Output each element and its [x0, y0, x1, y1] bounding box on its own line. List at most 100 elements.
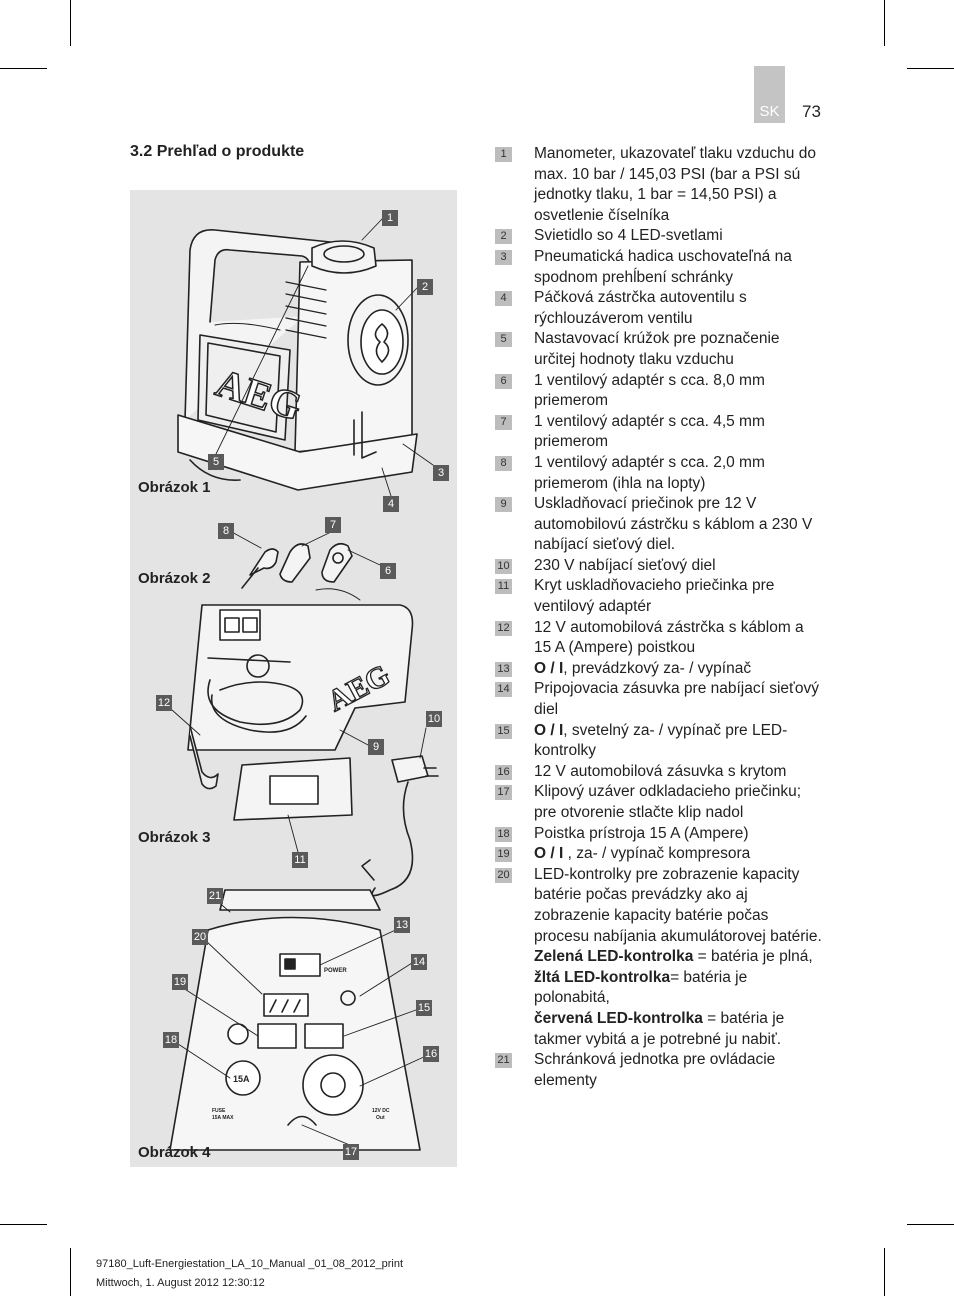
legend-item: 11 Kryt uskladňovacieho priečinka pre ven…	[495, 576, 825, 617]
callout-21: 21	[207, 888, 223, 904]
legend-item: 8 1 ventilový adaptér s cca. 2,0 mm priem…	[495, 453, 825, 494]
legend-text: 12 V automobilová zástrčka s káblom a 15…	[534, 618, 804, 657]
legend-item: 2 Svietidlo so 4 LED-svetlami	[495, 226, 825, 247]
legend-text: Pneumatická hadica uschovateľná na spodn…	[534, 247, 792, 286]
legend-text: 1 ventilový adaptér s cca. 8,0 mm prieme…	[534, 371, 765, 410]
legend-text: 12 V automobilová zásuvka s krytom	[534, 762, 787, 780]
legend-number: 5	[495, 332, 512, 348]
callout-3: 3	[433, 465, 449, 481]
legend-text: Kryt uskladňovacieho priečinka pre venti…	[534, 577, 775, 616]
language-code: SK	[759, 103, 780, 120]
output-sub-label: Out	[376, 1115, 385, 1121]
legend-number: 4	[495, 291, 512, 307]
legend-number: 11	[495, 579, 512, 595]
legend-number: 20	[495, 867, 512, 883]
legend-item: 5 Nastavovací krúžok pre poznačenie určit…	[495, 329, 825, 370]
legend-item: 10 230 V nabíjací sieťový diel	[495, 556, 825, 577]
crop-mark	[884, 0, 885, 46]
legend-bold-text: O / I	[534, 845, 564, 863]
legend-item: 20 LED-kontrolky pre zobrazenie kapacity …	[495, 865, 825, 1050]
language-tab: SK	[754, 66, 785, 123]
led-yellow-text: = batéria je polonabitá,	[534, 968, 748, 1007]
callout-14: 14	[411, 954, 427, 970]
legend-text: 230 V nabíjací sieťový diel	[534, 556, 716, 574]
legend-number: 10	[495, 558, 512, 574]
crop-mark	[70, 1248, 71, 1296]
output-voltage-label: 12V DC	[372, 1108, 390, 1114]
callout-4: 4	[383, 496, 399, 512]
page-number: 73	[802, 102, 821, 121]
crop-mark	[70, 0, 71, 46]
legend-item: 15 O / I, svetelný za- / vypínač pre LED-…	[495, 721, 825, 762]
legend-number: 19	[495, 847, 512, 863]
legend-bold-text: O / I	[534, 721, 564, 739]
legend-number: 15	[495, 723, 512, 739]
callout-17: 17	[343, 1144, 359, 1160]
callout-12: 12	[156, 695, 172, 711]
valve-adapters-illustration	[241, 542, 353, 589]
legend-number: 2	[495, 229, 512, 245]
legend-text: Pripojovacia zásuvka pre nabíjací sieťov…	[534, 680, 819, 719]
legend-item: 17 Klipový uzáver odkladacieho priečinku;…	[495, 782, 825, 823]
led-green-label: Zelená LED-kontrolka	[534, 948, 694, 966]
callout-11: 11	[292, 852, 308, 868]
legend-item: 3 Pneumatická hadica uschovateľná na spod…	[495, 247, 825, 288]
legend-number: 1	[495, 147, 512, 162]
callout-20: 20	[192, 929, 208, 945]
crop-mark	[907, 1224, 954, 1225]
legend-number: 13	[495, 661, 512, 677]
footer-timestamp: Mittwoch, 1. August 2012 12:30:12	[96, 1277, 265, 1289]
callout-8: 8	[218, 523, 234, 539]
legend-item: 21 Schránková jednotka pre ovládacie elem…	[495, 1050, 825, 1091]
figure-label-1: Obrázok 1	[138, 479, 211, 496]
crop-mark	[0, 1224, 47, 1225]
figure-label-2: Obrázok 2	[138, 570, 211, 587]
callout-5: 5	[208, 454, 224, 470]
legend-number: 17	[495, 785, 512, 801]
led-yellow-label: žltá LED-kontrolka	[534, 968, 671, 986]
legend-number: 12	[495, 620, 512, 636]
legend-number: 21	[495, 1053, 512, 1069]
control-panel-illustration	[169, 889, 421, 1151]
legend-number: 3	[495, 249, 512, 265]
legend-text: 1 ventilový adaptér s cca. 4,5 mm prieme…	[534, 412, 765, 451]
product-illustrations: AEG AEG POWER 15A FUSE 15A MAX 12V DC Ou…	[169, 218, 439, 1151]
legend-text: Poistka prístroja 15 A (Ampere)	[534, 824, 749, 842]
power-label: POWER	[324, 968, 347, 974]
figure-label-4: Obrázok 4	[138, 1144, 211, 1161]
led-red-label: červená LED-kontrolka	[534, 1009, 703, 1027]
legend-item: 1 Manometer, ukazovateľ tlaku vzduchu do …	[495, 144, 825, 226]
legend-number: 8	[495, 455, 512, 471]
legend-bold-text: O / I	[534, 659, 564, 677]
fuse-label: FUSE	[212, 1108, 226, 1114]
legend-text: Svietidlo so 4 LED-svetlami	[534, 227, 723, 245]
callout-15: 15	[416, 1000, 432, 1016]
legend-text: Uskladňovací priečinok pre 12 V automobi…	[534, 495, 813, 554]
crop-mark	[0, 68, 47, 69]
legend-text: Manometer, ukazovateľ tlaku vzduchu do m…	[534, 145, 816, 224]
legend-text: Páčková zástrčka autoventilu s rýchlouzá…	[534, 289, 747, 327]
parts-legend: 1 Manometer, ukazovateľ tlaku vzduchu do …	[495, 144, 825, 1091]
legend-text: Klipový uzáver odkladacieho priečinku; p…	[534, 783, 802, 821]
legend-number: 9	[495, 497, 512, 513]
legend-text: LED-kontrolky pre zobrazenie kapacity ba…	[534, 865, 822, 945]
legend-text: , svetelný za- / vypínač pre LED-kontrol…	[534, 721, 788, 760]
compressor-illustration	[177, 229, 418, 491]
legend-text: Nastavovací krúžok pre poznačenie určite…	[534, 330, 780, 368]
callout-18: 18	[163, 1032, 179, 1048]
callout-1: 1	[382, 210, 398, 226]
callout-9: 9	[368, 739, 384, 755]
legend-item: 4 Páčková zástrčka autoventilu s rýchlouz…	[495, 288, 825, 329]
legend-item: 9 Uskladňovací priečinok pre 12 V automob…	[495, 494, 825, 556]
fuse-value-label: 15A	[233, 1074, 250, 1084]
figure-label-3: Obrázok 3	[138, 829, 211, 846]
callout-13: 13	[394, 917, 410, 933]
legend-text: Schránková jednotka pre ovládacie elemen…	[534, 1051, 776, 1089]
legend-text: 1 ventilový adaptér s cca. 2,0 mm prieme…	[534, 453, 765, 492]
